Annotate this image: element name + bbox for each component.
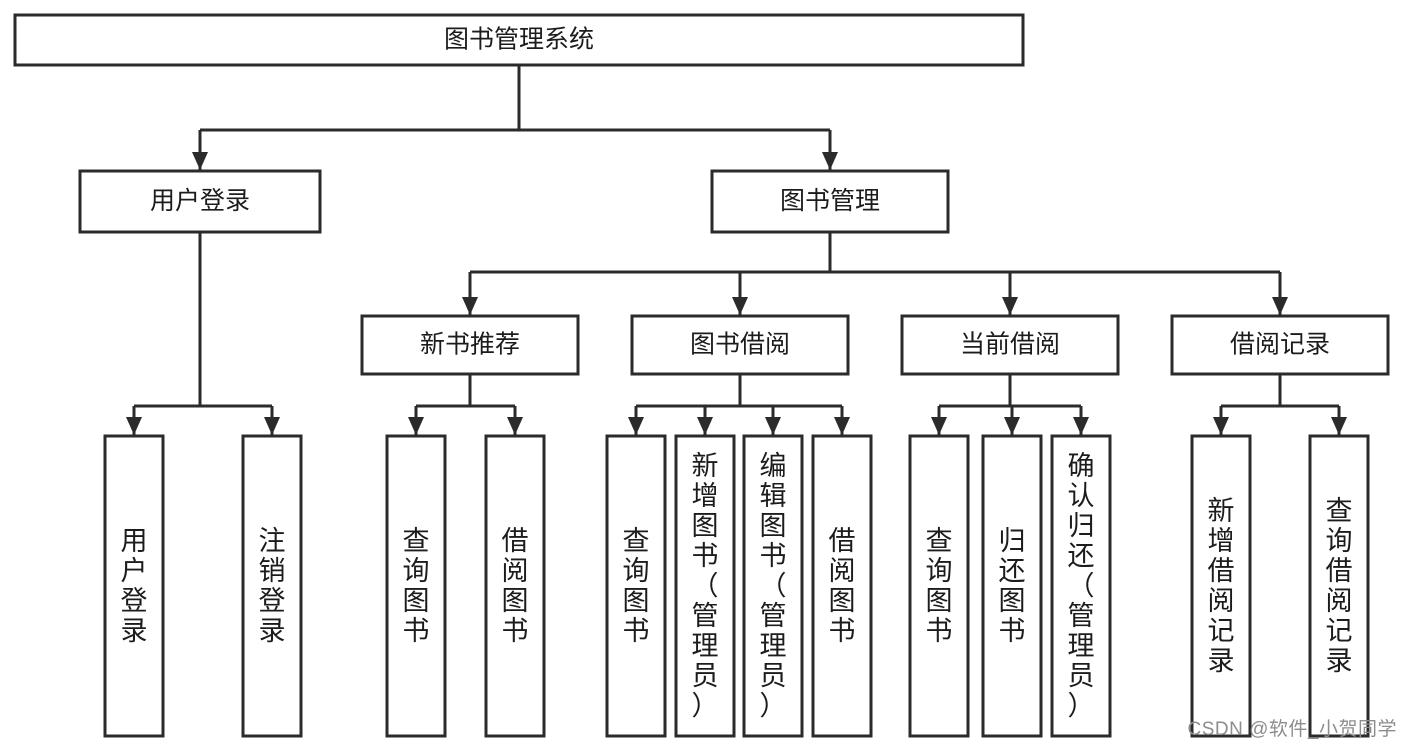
arrow-head-icon <box>264 417 280 435</box>
node-leaf-8-label: 查询图书 <box>926 526 953 646</box>
arrow-head-icon <box>732 297 748 315</box>
node-level3-1-label: 图书借阅 <box>690 331 790 359</box>
node-leaf-7-label: 借阅图书 <box>829 526 856 646</box>
node-leaf-5[interactable]: 新增图书（管理员） <box>674 434 736 738</box>
node-level2-1[interactable]: 图书管理 <box>710 169 950 234</box>
node-level2-1-box <box>710 169 950 234</box>
node-leaf-4[interactable]: 查询图书 <box>605 434 667 738</box>
node-leaf-2-box <box>385 434 447 738</box>
arrow-head-icon <box>697 417 713 435</box>
node-level2-0-box <box>78 169 322 234</box>
node-leaf-4-box <box>605 434 667 738</box>
node-level3-2-box <box>900 314 1120 376</box>
node-level3-0[interactable]: 新书推荐 <box>360 314 580 376</box>
arrow-head-icon <box>192 152 208 170</box>
node-leaf-1[interactable]: 注销登录 <box>241 434 303 738</box>
arrow-head-icon <box>1004 417 1020 435</box>
arrow-head-icon <box>1272 297 1288 315</box>
node-leaf-10[interactable]: 确认归还（管理员） <box>1050 434 1112 738</box>
node-level2-1-label: 图书管理 <box>780 187 880 215</box>
node-leaf-0-box <box>103 434 165 738</box>
node-root[interactable]: 图书管理系统 <box>13 13 1025 67</box>
arrow-head-icon <box>1213 417 1229 435</box>
node-leaf-6[interactable]: 编辑图书（管理员） <box>742 434 804 738</box>
node-leaf-5-box <box>674 434 736 738</box>
node-leaf-7-box <box>811 434 873 738</box>
node-leaf-3[interactable]: 借阅图书 <box>484 434 546 738</box>
watermark-label: CSDN @软件_小贺同学 <box>1187 719 1397 740</box>
node-leaf-8-box <box>908 434 970 738</box>
node-leaf-5-label: 新增图书（管理员） <box>692 451 719 721</box>
node-leaf-10-box <box>1050 434 1112 738</box>
node-level3-2[interactable]: 当前借阅 <box>900 314 1120 376</box>
node-leaf-12-box <box>1308 434 1370 738</box>
arrow-head-icon <box>822 152 838 170</box>
node-level3-3[interactable]: 借阅记录 <box>1170 314 1390 376</box>
arrow-head-icon <box>765 417 781 435</box>
node-leaf-4-label: 查询图书 <box>623 526 650 646</box>
node-level3-2-label: 当前借阅 <box>960 331 1060 359</box>
arrow-head-icon <box>408 417 424 435</box>
node-level2-0[interactable]: 用户登录 <box>78 169 322 234</box>
node-leaf-10-label: 确认归还（管理员） <box>1068 451 1095 721</box>
arrow-head-icon <box>931 417 947 435</box>
node-leaf-9-label: 归还图书 <box>999 526 1026 646</box>
node-level2-0-label: 用户登录 <box>150 187 250 215</box>
node-level3-1-box <box>630 314 850 376</box>
node-leaf-0-label: 用户登录 <box>121 526 148 646</box>
arrow-head-icon <box>126 417 142 435</box>
connectors-layer <box>126 65 1347 435</box>
node-leaf-1-box <box>241 434 303 738</box>
node-leaf-3-box <box>484 434 546 738</box>
node-leaf-6-label: 编辑图书（管理员） <box>760 451 787 721</box>
arrow-head-icon <box>834 417 850 435</box>
node-level3-1[interactable]: 图书借阅 <box>630 314 850 376</box>
node-leaf-3-label: 借阅图书 <box>502 526 529 646</box>
node-leaf-6-box <box>742 434 804 738</box>
node-level3-0-box <box>360 314 580 376</box>
node-leaf-0[interactable]: 用户登录 <box>103 434 165 738</box>
node-root-label: 图书管理系统 <box>444 26 594 54</box>
node-leaf-11[interactable]: 新增借阅记录 <box>1190 434 1252 738</box>
arrow-head-icon <box>462 297 478 315</box>
node-leaf-9-box <box>981 434 1043 738</box>
node-leaf-2[interactable]: 查询图书 <box>385 434 447 738</box>
node-level3-0-label: 新书推荐 <box>420 331 520 359</box>
node-leaf-11-box <box>1190 434 1252 738</box>
arrow-head-icon <box>507 417 523 435</box>
node-leaf-12[interactable]: 查询借阅记录 <box>1308 434 1370 738</box>
nodes-layer: 图书管理系统用户登录图书管理新书推荐图书借阅当前借阅借阅记录用户登录注销登录查询… <box>13 13 1390 738</box>
node-leaf-12-label: 查询借阅记录 <box>1326 496 1353 676</box>
arrow-head-icon <box>1073 417 1089 435</box>
node-leaf-8[interactable]: 查询图书 <box>908 434 970 738</box>
node-leaf-2-label: 查询图书 <box>403 526 430 646</box>
node-leaf-11-label: 新增借阅记录 <box>1208 496 1235 676</box>
node-level3-3-label: 借阅记录 <box>1230 331 1330 359</box>
node-root-box <box>13 13 1025 67</box>
node-level3-3-box <box>1170 314 1390 376</box>
arrow-head-icon <box>628 417 644 435</box>
node-leaf-7[interactable]: 借阅图书 <box>811 434 873 738</box>
arrow-head-icon <box>1002 297 1018 315</box>
arrow-head-icon <box>1331 417 1347 435</box>
node-leaf-9[interactable]: 归还图书 <box>981 434 1043 738</box>
node-leaf-1-label: 注销登录 <box>259 526 286 646</box>
